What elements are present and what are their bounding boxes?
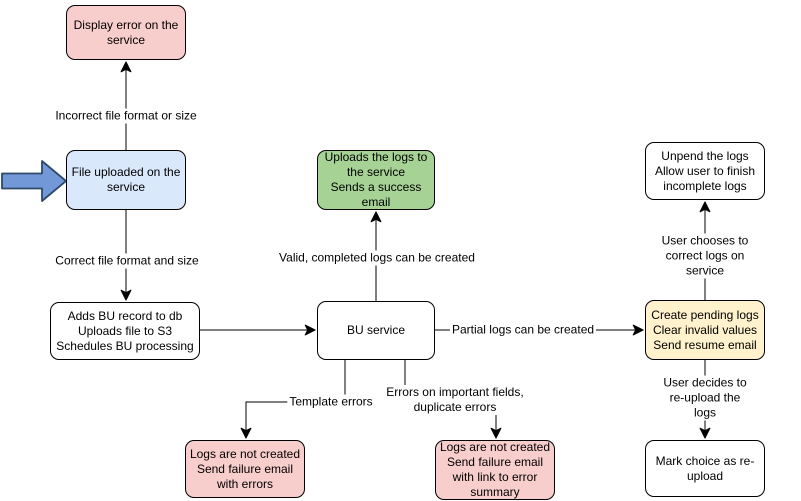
- node-uploads-logs: Uploads the logs to the service Sends a …: [317, 150, 435, 210]
- edge-label-incorrect-format: Incorrect file format or size: [53, 108, 199, 124]
- node-create-pending: Create pending logs Clear invalid values…: [645, 300, 765, 360]
- input-block-arrow-icon: [1, 160, 67, 202]
- node-file-uploaded: File uploaded on the service: [66, 150, 186, 210]
- edge-label-template-errors: Template errors: [287, 394, 375, 410]
- node-unpend-logs: Unpend the logs Allow user to finish inc…: [645, 142, 765, 200]
- edge-label-valid-logs: Valid, completed logs can be created: [277, 250, 477, 266]
- edge-label-user-corrects: User chooses to correct logs on service: [657, 233, 753, 279]
- node-failure-errors: Logs are not created Send failure email …: [185, 440, 305, 498]
- node-adds-bu-record: Adds BU record to db Uploads file to S3 …: [50, 302, 200, 360]
- node-mark-reupload: Mark choice as re- upload: [645, 440, 765, 497]
- edge-label-important-errors: Errors on important fields, duplicate er…: [384, 385, 526, 415]
- node-display-error: Display error on the service: [66, 5, 186, 60]
- edge-label-correct-format: Correct file format and size: [53, 253, 201, 269]
- edge-label-partial-logs: Partial logs can be created: [449, 322, 597, 338]
- node-failure-summary: Logs are not created Send failure email …: [435, 440, 555, 500]
- edge-label-user-reuploads: User decides to re-upload the logs: [657, 375, 753, 421]
- node-bu-service: BU service: [317, 301, 435, 360]
